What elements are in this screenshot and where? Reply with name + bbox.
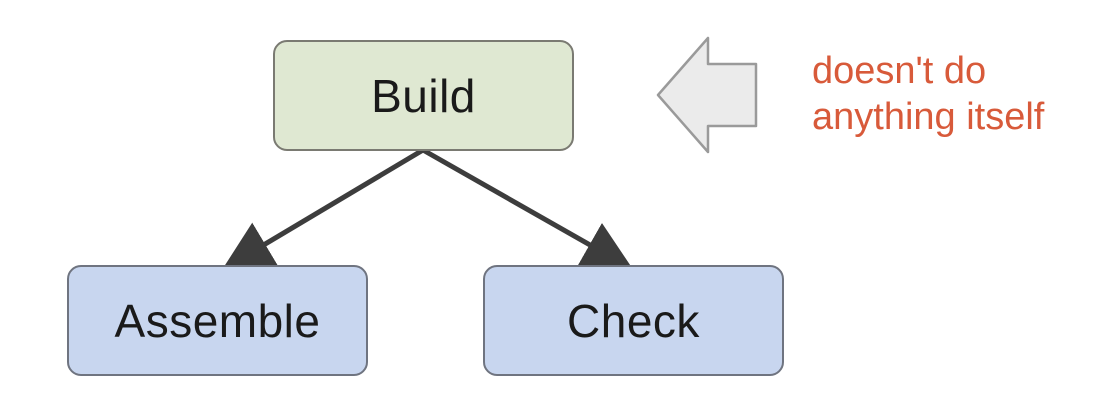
node-build: Build [273,40,574,151]
callout-arrow-icon [656,36,758,154]
node-build-label: Build [371,69,476,122]
callout-note: doesn't do anything itself [812,48,1044,140]
callout-line-2: anything itself [812,96,1045,138]
node-assemble-label: Assemble [114,294,321,347]
node-check-label: Check [567,294,700,347]
edge-build-to-assemble [222,147,425,270]
node-assemble: Assemble [67,265,368,376]
node-check: Check [483,265,784,376]
callout-line-1: doesn't do [812,50,987,92]
edge-build-to-check [421,147,634,270]
